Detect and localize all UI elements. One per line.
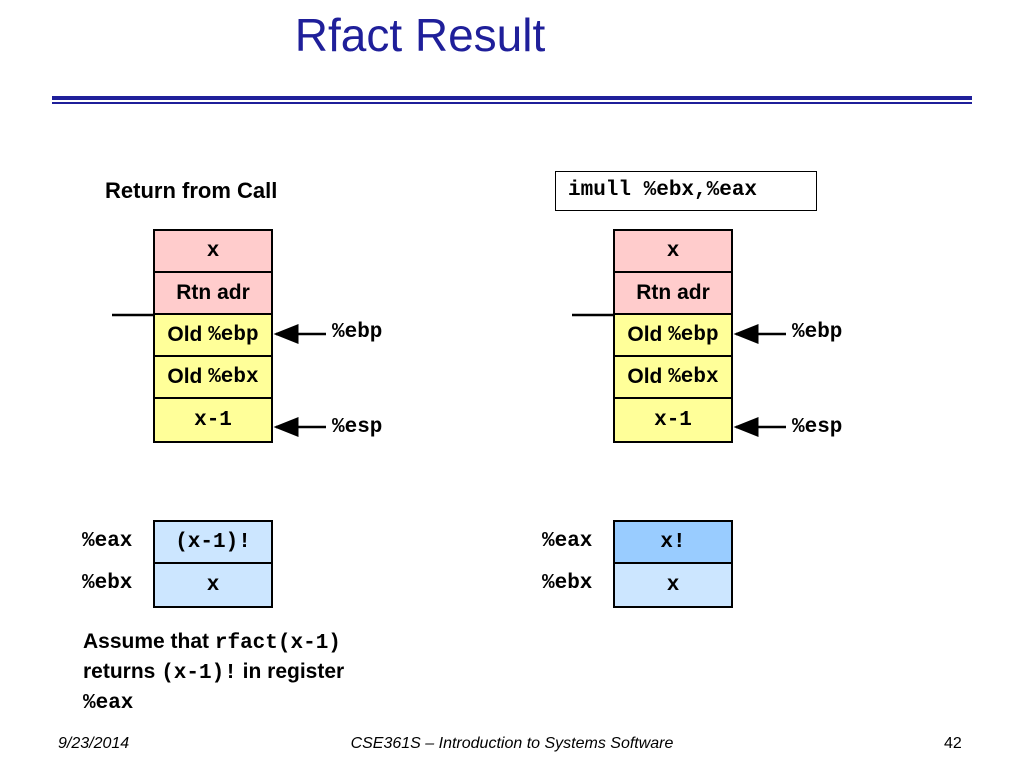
instruction-box: imull %ebx,%eax [555, 171, 817, 211]
right-ebp-label: %ebp [792, 321, 843, 344]
right-reg-ebx-value-cell: x [615, 564, 731, 606]
right-reg-eax-value-cell: x! [615, 522, 731, 564]
right-reg-ebx-label: %ebx [542, 572, 593, 595]
note-line-2-text-b: in register [236, 660, 345, 683]
note-line-3: %eax [83, 688, 344, 718]
left-stack-old-ebp-reg: %ebp [208, 323, 259, 347]
right-reg-ebx-value: x [666, 573, 680, 597]
assumption-note: Assume that rfact(x-1) returns (x-1)! in… [83, 628, 344, 718]
note-line-2-text-a: returns [83, 660, 162, 683]
note-line-1: Assume that rfact(x-1) [83, 628, 344, 658]
slide-title: Rfact Result [294, 9, 546, 61]
left-stack-x-text: x [206, 239, 220, 263]
right-stack-old-ebx-prefix: Old [627, 365, 669, 388]
right-stack-x-1-text: x-1 [654, 408, 692, 432]
left-stack: x Rtn adr Old %ebp Old %ebx x-1 [153, 229, 273, 443]
right-stack-rtn-adr-text: Rtn adr [636, 281, 710, 304]
left-stack-old-ebp-prefix: Old [167, 323, 209, 346]
note-line-2-code: (x-1)! [161, 662, 237, 685]
right-stack-cell-x: x [615, 231, 731, 273]
right-stack-cell-rtn-adr: Rtn adr [615, 273, 731, 315]
right-stack: x Rtn adr Old %ebp Old %ebx x-1 [613, 229, 733, 443]
left-registers: (x-1)! x [153, 520, 273, 608]
right-stack-x-text: x [666, 239, 680, 263]
footer-date: 9/23/2014 [58, 735, 130, 752]
left-esp-label: %esp [332, 416, 383, 439]
left-reg-ebx-label: %ebx [82, 572, 133, 595]
right-registers: x! x [613, 520, 733, 608]
left-heading: Return from Call [105, 178, 278, 203]
footer-course: CSE361S – Introduction to Systems Softwa… [350, 735, 674, 752]
left-stack-cell-rtn-adr: Rtn adr [155, 273, 271, 315]
left-ebp-label: %ebp [332, 321, 383, 344]
title-rule [52, 96, 972, 100]
left-stack-cell-old-ebx: Old %ebx [155, 357, 271, 399]
footer-page-number: 42 [944, 735, 962, 752]
title-rule-thin [52, 102, 972, 104]
left-stack-rtn-adr-text: Rtn adr [176, 281, 250, 304]
left-stack-cell-x: x [155, 231, 271, 273]
right-reg-eax-value: x! [660, 530, 686, 554]
right-stack-old-ebp-prefix: Old [627, 323, 669, 346]
left-stack-cell-old-ebp: Old %ebp [155, 315, 271, 357]
left-stack-old-ebx-reg: %ebx [208, 365, 259, 389]
note-line-2: returns (x-1)! in register [83, 658, 344, 688]
left-reg-eax-label: %eax [82, 530, 133, 553]
left-reg-ebx-value-cell: x [155, 564, 271, 606]
right-stack-cell-x-1: x-1 [615, 399, 731, 441]
right-stack-cell-old-ebp: Old %ebp [615, 315, 731, 357]
left-reg-eax-value-cell: (x-1)! [155, 522, 271, 564]
note-line-1-text: Assume that [83, 630, 215, 653]
left-stack-old-ebx-prefix: Old [167, 365, 209, 388]
right-esp-label: %esp [792, 416, 843, 439]
note-line-3-code: %eax [83, 692, 134, 715]
right-reg-eax-label: %eax [542, 530, 593, 553]
right-stack-old-ebx-reg: %ebx [668, 365, 719, 389]
left-stack-x-1-text: x-1 [194, 408, 232, 432]
right-stack-cell-old-ebx: Old %ebx [615, 357, 731, 399]
left-stack-cell-x-1: x-1 [155, 399, 271, 441]
left-reg-ebx-value: x [206, 573, 220, 597]
left-reg-eax-value: (x-1)! [175, 530, 251, 554]
right-stack-old-ebp-reg: %ebp [668, 323, 719, 347]
note-line-1-code: rfact(x-1) [214, 632, 341, 655]
